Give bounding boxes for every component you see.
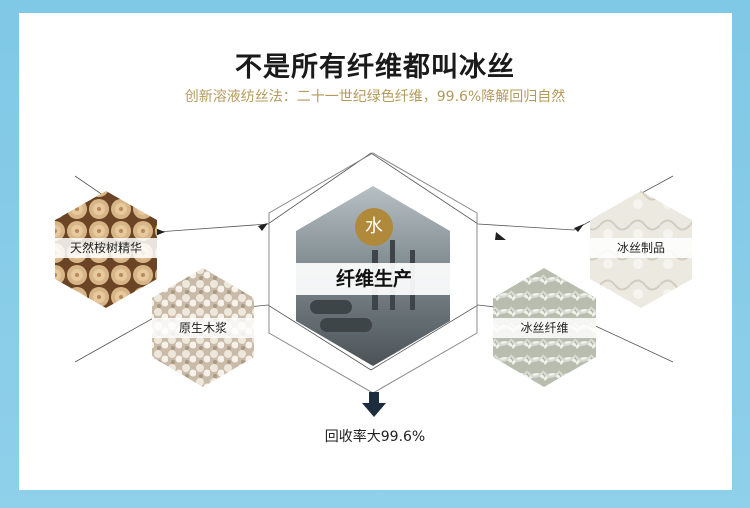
fiber-production-label: 纤维生产 bbox=[296, 263, 452, 295]
eucalyptus-label: 天然桉树精华 bbox=[55, 238, 157, 258]
ice-silk-product-label: 冰丝制品 bbox=[590, 238, 692, 258]
arrow-right-icon bbox=[574, 224, 584, 232]
ice-fiber-label: 冰丝纤维 bbox=[493, 318, 596, 338]
wood-pulp-label: 原生木浆 bbox=[152, 318, 254, 338]
page-subtitle: 创新溶液纺丝法：二十一世纪绿色纤维，99.6%降解回归自然 bbox=[184, 89, 566, 105]
flow-arrows bbox=[155, 223, 584, 240]
arrow-right-icon bbox=[155, 228, 165, 236]
arrow-down-icon bbox=[362, 392, 386, 417]
water-badge: 水 bbox=[355, 208, 393, 246]
arrow-right-icon bbox=[495, 232, 506, 240]
recovery-rate-text: 回收率大99.6% bbox=[324, 429, 426, 445]
arrow-right-icon bbox=[258, 223, 268, 231]
page-title: 不是所有纤维都叫冰丝 bbox=[235, 52, 515, 83]
